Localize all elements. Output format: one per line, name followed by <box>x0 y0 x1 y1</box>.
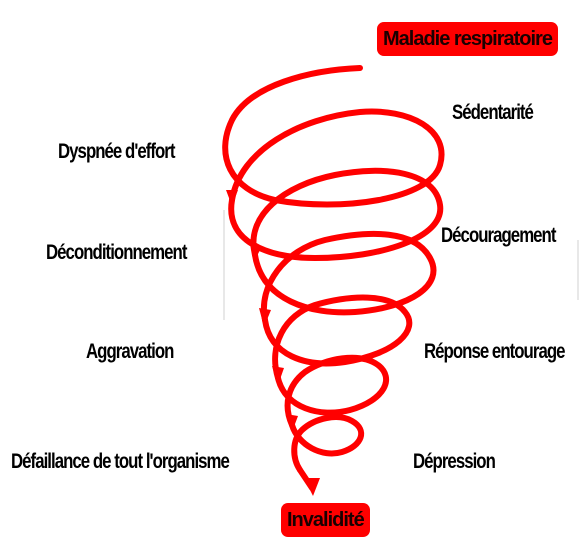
top-badge-maladie-respiratoire: Maladie respiratoire <box>377 22 558 56</box>
label-depression: Dépression <box>413 450 496 473</box>
label-sedentarite: Sédentarité <box>452 101 534 124</box>
bottom-badge-invalidite: Invalidité <box>281 503 370 537</box>
label-deconditionnement: Déconditionnement <box>46 241 187 264</box>
label-aggravation: Aggravation <box>86 340 174 363</box>
label-reponse-entourage: Réponse entourage <box>424 340 565 363</box>
label-decouragement: Découragement <box>441 224 556 247</box>
label-defaillance-organisme: Défaillance de tout l'organisme <box>11 450 230 473</box>
label-dyspnee-effort: Dyspnée d'effort <box>58 140 175 163</box>
